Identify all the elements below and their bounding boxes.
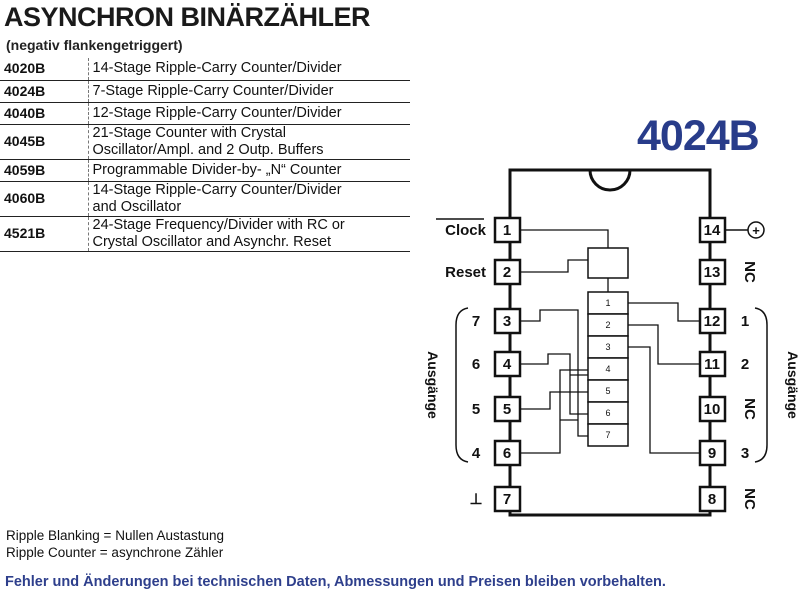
part-code: 4045B: [0, 124, 89, 160]
clock-label: Clock: [445, 222, 487, 239]
page-title: ASYNCHRON BINÄRZÄHLER: [4, 2, 371, 32]
nc-label: NC: [741, 398, 758, 420]
part-code: 4024B: [0, 80, 89, 103]
note-line: Ripple Blanking = Nullen Austastung: [6, 528, 225, 543]
page-subtitle: (negativ flankengetriggert): [6, 37, 183, 53]
output-label: 6: [472, 356, 480, 373]
notes: Ripple Blanking = Nullen Austastung Ripp…: [6, 527, 224, 561]
output-label: 4: [472, 445, 481, 462]
part-desc: Programmable Divider-by- „N“ Counter: [88, 159, 410, 182]
pin-number: 7: [503, 491, 511, 508]
left-brace: [455, 307, 469, 463]
parts-table: 4020B 14-Stage Ripple-Carry Counter/Divi…: [0, 58, 410, 252]
left-wiring: [520, 309, 588, 454]
right-pin-boxes: [698, 216, 727, 513]
reset-label: Reset: [445, 264, 486, 281]
stage-label: 3: [605, 342, 610, 352]
outputs-label-left: Ausgänge: [425, 351, 441, 419]
pin-number: 2: [503, 264, 511, 281]
table-row: 4059B Programmable Divider-by- „N“ Count…: [0, 159, 410, 182]
chip-name: 4024B: [637, 112, 760, 160]
pin-number: 10: [704, 401, 721, 418]
footer-disclaimer: Fehler und Änderungen bei technischen Da…: [5, 574, 666, 590]
right-brace: [754, 307, 768, 463]
nc-label: NC: [741, 261, 758, 283]
output-label: 5: [472, 401, 480, 418]
part-code: 4020B: [0, 58, 89, 81]
part-desc: 12-Stage Ripple-Carry Counter/Divider: [88, 102, 410, 125]
pinout-diagram: 1 2 3 4 5 6 7 14 13 12 11 10 9 8 Clock R…: [425, 168, 800, 517]
stage-label: 1: [605, 298, 610, 308]
chip-body: [508, 168, 712, 517]
table-row: 4024B 7-Stage Ripple-Carry Counter/Divid…: [0, 80, 410, 103]
stage-label: 4: [605, 364, 610, 374]
pin-number: 11: [704, 356, 720, 373]
pin-number: 13: [704, 264, 721, 281]
part-code: 4040B: [0, 102, 89, 125]
output-label: 3: [741, 445, 749, 462]
output-label: 2: [741, 356, 749, 373]
table-row: 4521B 24-Stage Frequency/Divider with RC…: [0, 216, 410, 252]
table-row: 4020B 14-Stage Ripple-Carry Counter/Divi…: [0, 58, 410, 81]
pin-number: 14: [704, 222, 721, 239]
chip-notch: [588, 169, 632, 192]
pin-number: 5: [503, 401, 511, 418]
part-code: 4059B: [0, 159, 89, 182]
pin-number: 12: [704, 313, 721, 330]
part-desc: 14-Stage Ripple-Carry Counter/Divider: [88, 58, 410, 81]
note-line: Ripple Counter = asynchrone Zähler: [6, 545, 224, 560]
output-label: 7: [472, 313, 480, 330]
stage-label: 2: [605, 320, 610, 330]
nc-label: NC: [741, 488, 758, 510]
pin-number: 1: [503, 222, 511, 239]
input-gate: [587, 247, 629, 279]
pin-number: 6: [503, 445, 511, 462]
right-wiring: [628, 302, 700, 454]
outputs-label-right: Ausgänge: [785, 351, 800, 419]
part-code: 4521B: [0, 216, 89, 252]
ground-label: ⊥: [469, 491, 482, 508]
output-label: 1: [741, 313, 749, 330]
vcc-label: +: [752, 223, 760, 238]
table-row: 4040B 12-Stage Ripple-Carry Counter/Divi…: [0, 102, 410, 125]
part-code: 4060B: [0, 181, 89, 217]
stage-label: 6: [605, 408, 610, 418]
pin-number: 8: [708, 491, 716, 508]
pin-number: 3: [503, 313, 511, 330]
pin-number: 9: [708, 445, 716, 462]
part-desc: 7-Stage Ripple-Carry Counter/Divider: [88, 80, 410, 103]
stage-label: 5: [605, 386, 610, 396]
pin-number: 4: [503, 356, 512, 373]
stage-label: 7: [605, 430, 610, 440]
table-row: 4060B 14-Stage Ripple-Carry Counter/Divi…: [0, 181, 410, 217]
